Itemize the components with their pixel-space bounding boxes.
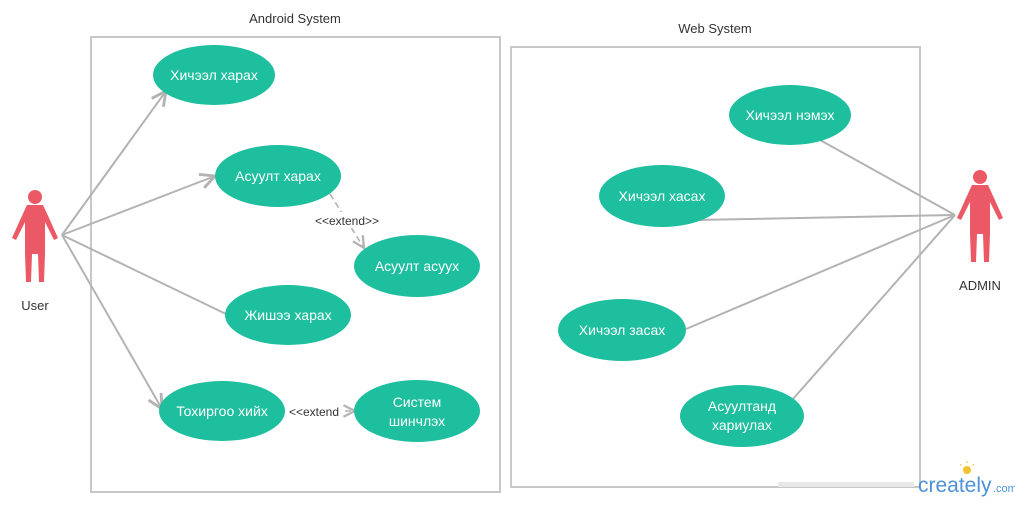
admin-actor-icon bbox=[957, 170, 1003, 262]
usecase-ask-question-label: Асуулт асуух bbox=[375, 258, 459, 274]
usecase-edit-lesson-label: Хичээл засах bbox=[579, 322, 665, 338]
extend-label-1: <<extend>> bbox=[315, 214, 379, 228]
association-user-view-example bbox=[61, 234, 227, 315]
usecase-ask-question: Асуулт асуух bbox=[354, 235, 480, 297]
web-system-title: Web System bbox=[678, 21, 751, 36]
usecase-delete-lesson: Хичээл хасах bbox=[599, 165, 725, 227]
usecase-edit-lesson: Хичээл засах bbox=[558, 299, 686, 361]
usecase-view-lesson-label: Хичээл харах bbox=[170, 67, 258, 83]
usecase-answer-question-label-line1: Асуултанд bbox=[708, 398, 776, 414]
usecase-system-update: Систем шинчлэх bbox=[354, 380, 480, 442]
usecase-view-question: Асуулт харах bbox=[215, 145, 341, 207]
lightbulb-icon bbox=[959, 461, 975, 474]
android-system-boundary bbox=[90, 36, 501, 493]
usecase-add-lesson-label: Хичээл нэмэх bbox=[746, 107, 835, 123]
android-system-title: Android System bbox=[249, 11, 341, 26]
web-system-boundary bbox=[510, 46, 921, 488]
association-admin-answer-question bbox=[792, 214, 956, 400]
user-actor-label: User bbox=[21, 298, 49, 313]
extend-label-bg-1 bbox=[308, 212, 386, 228]
extend-label-bg-2 bbox=[285, 403, 343, 419]
usecase-view-lesson: Хичээл харах bbox=[153, 45, 275, 105]
watermark-faded-strip bbox=[778, 482, 914, 487]
watermark-text: creately bbox=[918, 474, 992, 497]
usecase-system-update-label-line1: Систем bbox=[393, 394, 442, 410]
user-actor-icon bbox=[12, 190, 58, 282]
extend-label-2: <<extend bbox=[289, 405, 339, 419]
usecase-system-update-label-line2: шинчлэх bbox=[389, 413, 445, 429]
association-admin-edit-lesson bbox=[685, 214, 956, 330]
usecase-settings: Тохиргоо хийх bbox=[159, 381, 285, 441]
association-admin-delete-lesson bbox=[694, 214, 956, 221]
association-user-view-question bbox=[61, 176, 215, 236]
usecase-add-lesson: Хичээл нэмэх bbox=[729, 85, 851, 145]
admin-actor-label: ADMIN bbox=[959, 278, 1001, 293]
usecase-view-question-label: Асуулт харах bbox=[235, 168, 321, 184]
usecase-settings-label: Тохиргоо хийх bbox=[176, 403, 268, 419]
usecase-view-example: Жишээ харах bbox=[225, 285, 351, 345]
association-user-view-lesson bbox=[61, 91, 166, 236]
usecase-answer-question: Асуултанд хариулах bbox=[680, 385, 804, 447]
watermark-suffix: .com bbox=[993, 483, 1015, 495]
creately-watermark: creately .com bbox=[778, 461, 1015, 497]
association-user-settings bbox=[61, 234, 162, 409]
usecase-delete-lesson-label: Хичээл хасах bbox=[619, 188, 706, 204]
usecase-answer-question-label-line2: хариулах bbox=[712, 417, 772, 433]
association-admin-add-lesson bbox=[819, 139, 956, 216]
usecase-view-example-label: Жишээ харах bbox=[244, 307, 331, 323]
